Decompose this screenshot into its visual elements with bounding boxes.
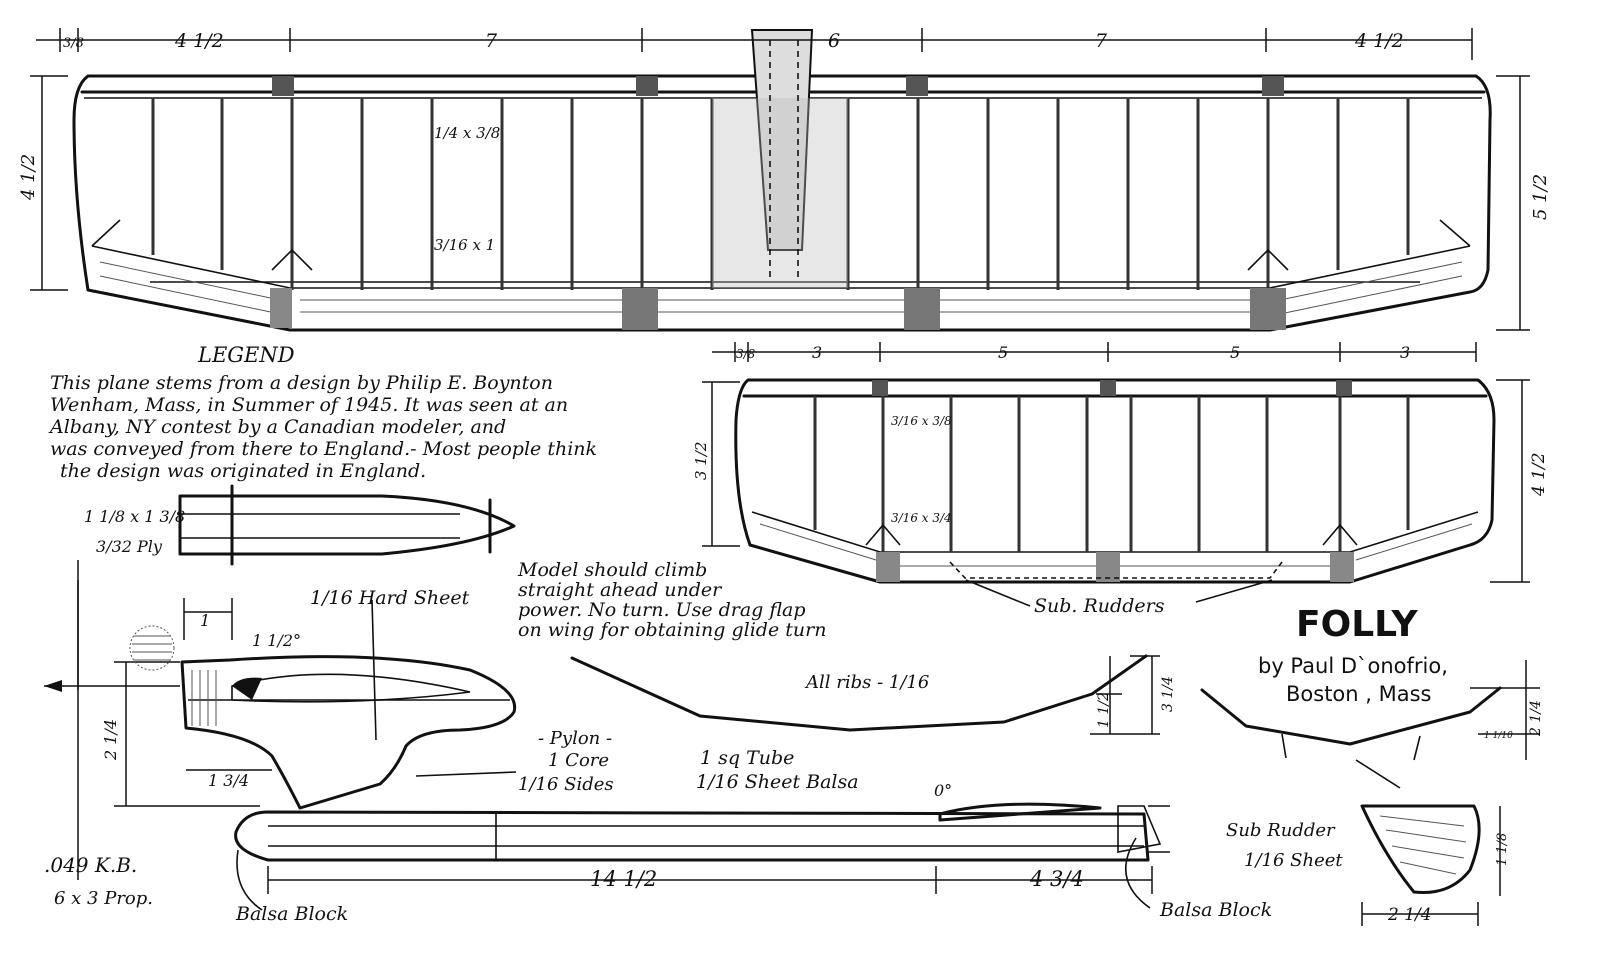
spar-label-1: 1/4 x 3/8 xyxy=(434,124,500,142)
wing-span-labels: 3/8 4 1/2 7 6 7 4 1/2 4 1/2 5 1/2 1/4 x … xyxy=(18,30,1551,254)
pylon-label: 1/16 Sides xyxy=(518,774,614,795)
ply-label: 3/32 Ply xyxy=(96,537,163,556)
dihedral-large-label: 3 1/4 xyxy=(1160,676,1176,712)
climb-note-line: power. No turn. Use drag flap xyxy=(518,599,806,621)
hard-sheet-label: 1/16 Hard Sheet xyxy=(310,587,470,609)
stab-dihedral-label: 2 1/4 xyxy=(1528,700,1544,737)
dihedral-small-label: 1 1/2 xyxy=(1096,692,1112,728)
pylon-label: 1 Core xyxy=(548,750,609,771)
wing-span-label: 7 xyxy=(1095,30,1108,52)
main-wing xyxy=(72,29,1492,332)
tube-label: 1 sq Tube xyxy=(700,747,794,769)
stab-chord-right-label: 4 1/2 xyxy=(1529,452,1549,497)
annotations: Model should climb straight ahead under … xyxy=(44,559,1343,925)
engine-label: 6 x 3 Prop. xyxy=(54,888,153,909)
sub-rudder-detail-label: 1/16 Sheet xyxy=(1244,850,1343,871)
rudder-height-label: 1 1/8 xyxy=(1495,833,1510,866)
legend-heading: LEGEND xyxy=(198,343,295,367)
stab-dims: 3/8 3 5 5 3 3 1/2 4 1/2 3/16 x 3/8 3/16 … xyxy=(692,342,1549,583)
stab-dihedral: 2 1/4 1 1/10 xyxy=(1200,660,1544,789)
pylon-height-label: 2 1/4 xyxy=(101,719,120,761)
sub-rudder-detail-label: Sub Rudder xyxy=(1226,820,1336,841)
balsa-block-label-rear: Balsa Block xyxy=(1159,899,1272,921)
ply-label: 1 1/8 x 1 3/8 xyxy=(84,507,185,526)
wing-span-dims xyxy=(30,28,1530,331)
ply-plate: 1 1/8 x 1 3/8 3/32 Ply xyxy=(84,484,516,566)
byline-line: Boston , Mass xyxy=(1286,682,1432,706)
angle-stab-label: 0° xyxy=(934,781,952,800)
fuselage-side xyxy=(180,655,1170,862)
wing-te-hatch xyxy=(99,261,1463,315)
stab-span-label: 5 xyxy=(998,343,1008,362)
legend-line: This plane stems from a design by Philip… xyxy=(50,372,553,394)
fuse-length-label: 4 3/4 xyxy=(1029,867,1084,891)
legend-line: Wenham, Mass, in Summer of 1945. It was … xyxy=(50,394,569,416)
pylon-label: - Pylon - xyxy=(538,728,612,749)
climb-note-line: Model should climb xyxy=(517,559,707,581)
tube-label: 1/16 Sheet Balsa xyxy=(696,771,859,793)
stab-chord-left-label: 3 1/2 xyxy=(692,442,710,480)
stab-span-label: 3 xyxy=(1400,343,1410,362)
wing-span-label: 4 1/2 xyxy=(174,30,224,52)
stab-spar-label-2: 3/16 x 3/4 xyxy=(891,511,952,525)
plan-title: FOLLY xyxy=(1296,604,1418,645)
climb-note-line: straight ahead under xyxy=(518,579,723,601)
stab-tip-label: 1 1/10 xyxy=(1484,731,1513,741)
sub-rudder-detail: 2 1/4 1 1/8 xyxy=(1360,804,1510,926)
stab-span-label: 3/8 xyxy=(736,347,756,361)
wing-ribs xyxy=(151,98,1410,290)
stab-span-label: 5 xyxy=(1230,343,1240,362)
stab-spar-label-1: 3/16 x 3/8 xyxy=(891,414,952,428)
wing-span-label: 7 xyxy=(485,30,498,52)
pylon-top-label: 1 xyxy=(200,611,210,630)
wing-dihedral: 1 1/2 3 1/4 xyxy=(570,654,1176,735)
spar-label-2: 3/16 x 1 xyxy=(434,236,495,254)
legend-line: Albany, NY contest by a Canadian modeler… xyxy=(50,416,507,438)
engine-label: .049 K.B. xyxy=(44,853,137,877)
fuse-length-label: 14 1/2 xyxy=(590,867,657,891)
pylon-width-label: 1 3/4 xyxy=(208,771,249,790)
wing-span-label: 3/8 xyxy=(63,36,84,51)
wing-span-label: 4 1/2 xyxy=(1354,30,1404,52)
legend-line: the design was originated in England. xyxy=(60,460,427,482)
stabilizer xyxy=(734,378,1496,584)
wing-span-label: 6 xyxy=(828,30,840,52)
legend-line: was conveyed from there to England.- Mos… xyxy=(50,438,598,460)
angle-wing-label: 1 1/2° xyxy=(252,631,301,650)
byline-line: by Paul D`onofrio, xyxy=(1258,654,1448,678)
all-ribs-label: All ribs - 1/16 xyxy=(804,672,929,693)
sub-rudders-label: Sub. Rudders xyxy=(1034,595,1165,617)
wing-chord-left-label: 4 1/2 xyxy=(18,154,39,201)
balsa-block-label-front: Balsa Block xyxy=(235,903,348,925)
fuselage-dims: 14 1/2 4 3/4 2 1/4 1 3/4 1 xyxy=(44,560,1153,911)
stab-span-label: 3 xyxy=(812,343,822,362)
rudder-width-label: 2 1/4 xyxy=(1387,905,1432,925)
wing-chord-right-label: 5 1/2 xyxy=(1530,174,1551,220)
climb-note-line: on wing for obtaining glide turn xyxy=(518,619,826,641)
